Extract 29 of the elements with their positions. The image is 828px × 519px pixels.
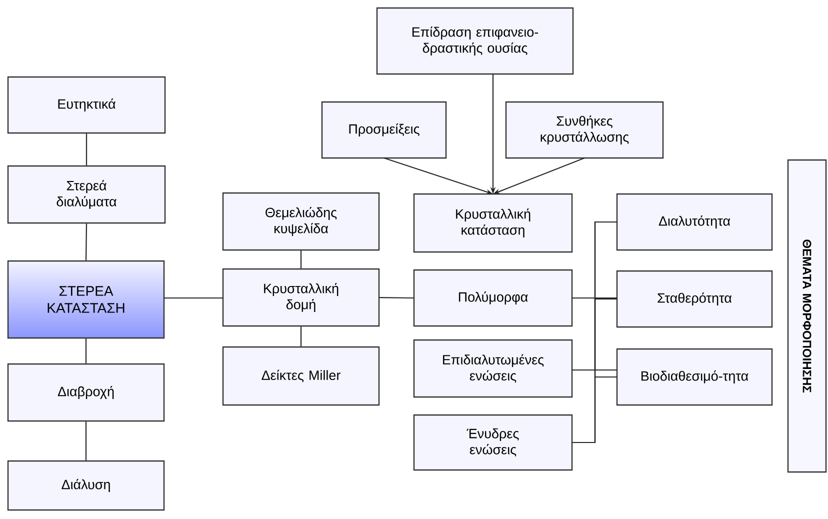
vertical-title-box: ΘΕΜΑΤΑ ΜΟΡΦΟΠΟΙΗΣΗΣ	[787, 159, 827, 473]
connector	[85, 224, 88, 260]
connector	[85, 422, 87, 460]
topic-box: Κρυσταλλική κατάσταση	[413, 193, 573, 253]
topic-box: Διαλυτότητα	[616, 193, 773, 251]
topic-box: Ευτηκτικά	[7, 76, 166, 134]
connector	[572, 376, 617, 444]
connector	[379, 296, 414, 299]
topic-box: Πολύμορφα	[413, 269, 573, 327]
topic-box: Επιδιαλυτωμένες ενώσεις	[413, 339, 573, 398]
connector	[300, 250, 302, 268]
connector	[86, 134, 88, 166]
topic-box: Διαβροχή	[7, 363, 165, 422]
main-topic-box: ΣΤΕΡΕΑ ΚΑΤΑΣΤΑΣΗ	[7, 260, 165, 339]
topic-box: Βιοδιαθεσιμό-τητα	[616, 348, 773, 406]
topic-box: Ένυδρες ενώσεις	[413, 414, 573, 471]
connector	[85, 338, 87, 364]
topic-box: Συνθήκες κρυστάλλωσης	[505, 101, 664, 159]
topic-box: Θεμελιώδης κυψελίδα	[222, 192, 380, 251]
connector	[300, 326, 302, 346]
topic-box: Επίδραση επιφανειο-δραστικής ουσίας	[376, 7, 574, 75]
topic-box: Διάλυση	[7, 460, 165, 511]
connector	[572, 369, 617, 371]
topic-box: Δείκτες Miller	[222, 346, 380, 406]
topic-box: Στερεά διαλύματα	[7, 165, 166, 224]
topic-box: Σταθερότητα	[616, 270, 773, 328]
topic-box: Προσμείξεις	[321, 101, 447, 159]
connector	[164, 297, 223, 299]
topic-box: Κρυσταλλική δομή	[222, 268, 380, 327]
